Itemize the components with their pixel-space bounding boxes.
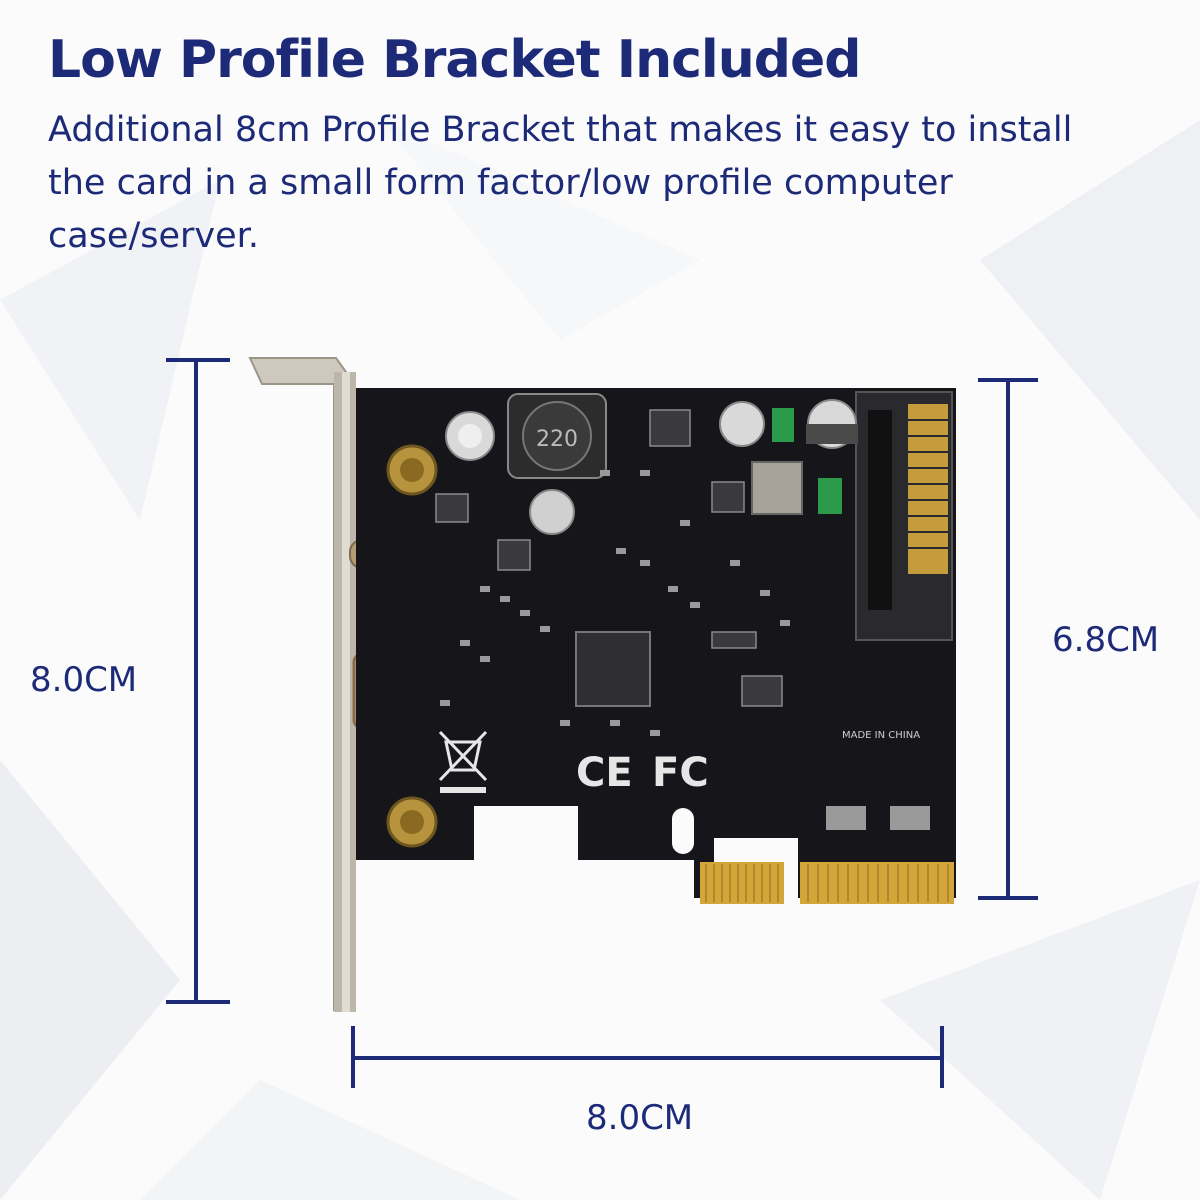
- pcie-card-image: 220: [248, 357, 956, 1012]
- description-line: Additional 8cm Profile Bracket that make…: [48, 110, 1073, 150]
- fcc-mark: FC: [652, 750, 709, 796]
- card-height-label: 6.8CM: [1052, 620, 1160, 660]
- weee-bin-icon: [438, 730, 488, 793]
- made-in-marking: MADE IN CHINA: [842, 730, 920, 741]
- description-text: Additional 8cm Profile Bracket that make…: [48, 104, 1168, 263]
- inductor-marking: 220: [536, 427, 578, 452]
- pcb-board: 220: [356, 388, 956, 904]
- page-title: Low Profile Bracket Included: [48, 30, 861, 90]
- ce-mark: CE: [576, 750, 633, 796]
- description-line: case/server.: [48, 216, 259, 256]
- card-width-label: 8.0CM: [586, 1098, 694, 1138]
- description-line: the card in a small form factor/low prof…: [48, 163, 953, 203]
- bracket-height-label: 8.0CM: [30, 660, 138, 700]
